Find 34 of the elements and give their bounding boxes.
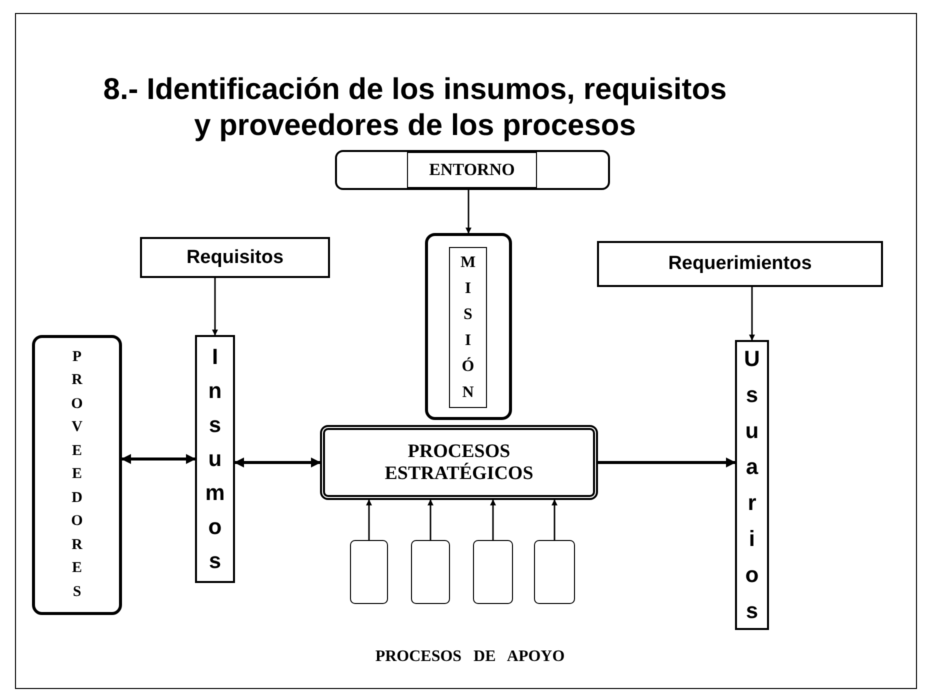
arrow (466, 190, 472, 234)
node-label: PROCESOS ESTRATÉGICOS (384, 440, 534, 484)
support-process-box (411, 540, 450, 604)
support-process-box (534, 540, 575, 604)
arrow (428, 499, 434, 540)
node-label: Requisitos (186, 246, 284, 268)
requirement-box (140, 237, 330, 278)
outer-box (425, 233, 512, 420)
node-label: PROVEEDORES (71, 348, 83, 602)
arrow (552, 499, 558, 540)
arrow (121, 454, 196, 464)
requirement-box (597, 241, 883, 287)
outer-box (335, 150, 610, 190)
mission-box (449, 247, 487, 408)
slide-title: 8.- Identificación de los insumos, requisitos y proveedores de los procesos (102, 72, 728, 144)
supplier-box (32, 335, 122, 615)
node-label: Requerimientos (668, 253, 812, 275)
input-box (195, 335, 235, 583)
arrow (749, 287, 755, 341)
node-label: Usuarios (744, 345, 760, 625)
arrow (598, 458, 736, 468)
arrow (234, 458, 321, 468)
node-label: ENTORNO (429, 160, 515, 180)
group-label: PROCESOS DE APOYO (374, 648, 566, 666)
node-label: Insumos (205, 343, 225, 575)
process-box (320, 425, 598, 500)
support-process-box (350, 540, 388, 604)
node-label: MISIÓN (460, 252, 476, 402)
support-process-box (473, 540, 513, 604)
arrow (366, 499, 372, 540)
entorno-box (407, 152, 537, 188)
arrow (212, 278, 218, 336)
user-box (735, 340, 769, 630)
arrow (490, 499, 496, 540)
